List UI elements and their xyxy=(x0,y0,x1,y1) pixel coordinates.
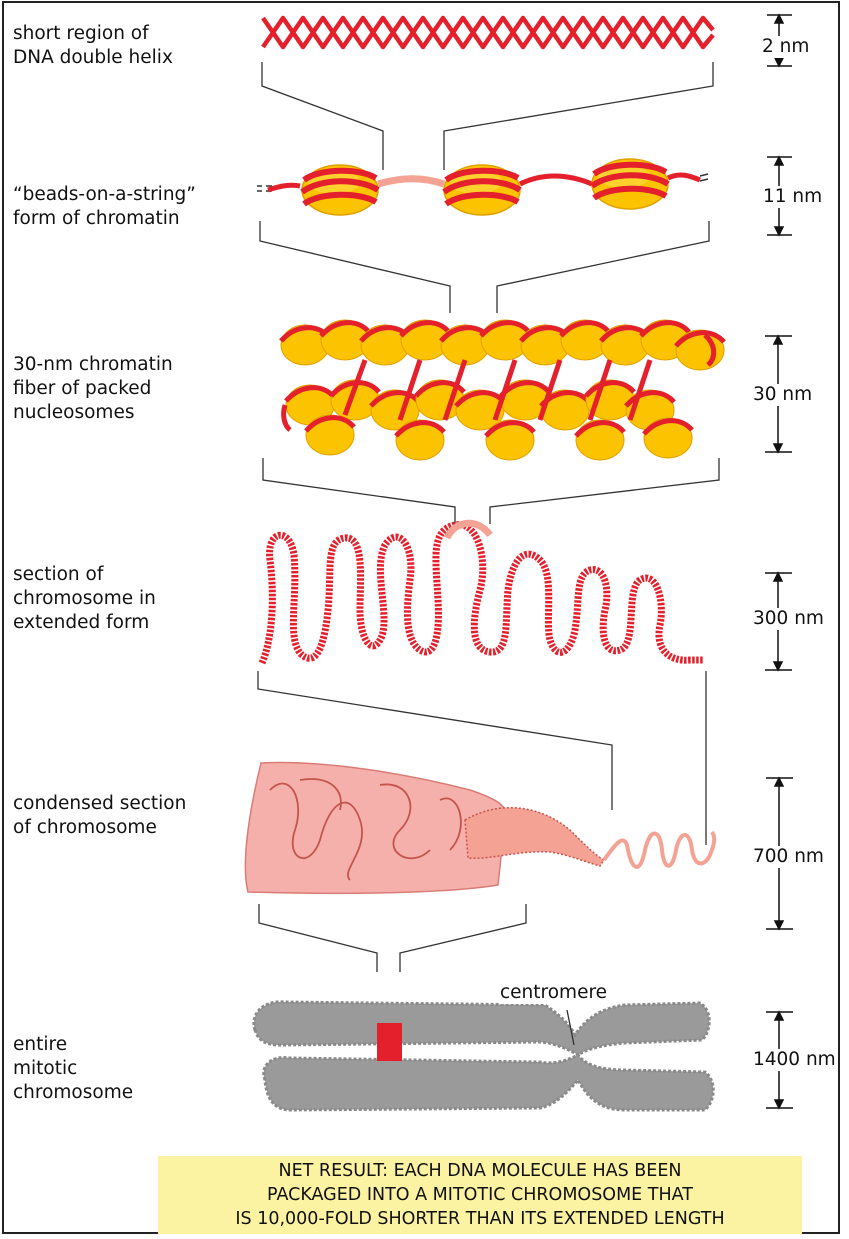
highlighted-section xyxy=(377,1023,402,1061)
connector-lines-1 xyxy=(262,62,713,170)
size-11nm: 11 nm xyxy=(762,186,823,208)
net-result-box: NET RESULT: EACH DNA MOLECULE HAS BEEN P… xyxy=(158,1156,802,1234)
size-scale-bars xyxy=(765,15,793,1108)
chromatin-30nm-fiber xyxy=(281,320,724,460)
condensed-chromosome-section xyxy=(245,763,714,894)
label-condensed-section: condensed section of chromosome xyxy=(13,792,186,840)
connector-lines-3 xyxy=(263,458,719,524)
label-dna-helix: short region of DNA double helix xyxy=(13,22,173,70)
label-extended-chromosome: section of chromosome in extended form xyxy=(13,563,156,635)
dna-double-helix xyxy=(263,18,713,47)
label-beads-on-string: “beads-on-a-string” form of chromatin xyxy=(13,183,196,231)
size-1400nm: 1400 nm xyxy=(752,1049,837,1071)
net-result-line-1: NET RESULT: EACH DNA MOLECULE HAS BEEN xyxy=(158,1159,802,1183)
connector-lines-5 xyxy=(259,904,526,972)
size-300nm: 300 nm xyxy=(752,608,825,630)
mitotic-chromosome xyxy=(254,1002,713,1110)
size-30nm: 30 nm xyxy=(752,384,813,406)
centromere-label: centromere xyxy=(500,982,607,1004)
label-mitotic-chromosome: entire mitotic chromosome xyxy=(13,1033,133,1105)
net-result-line-3: IS 10,000-FOLD SHORTER THAN ITS EXTENDED… xyxy=(158,1207,802,1231)
beads-on-a-string xyxy=(257,159,708,215)
extended-chromosome-loops xyxy=(262,523,703,663)
net-result-line-2: PACKAGED INTO A MITOTIC CHROMOSOME THAT xyxy=(158,1183,802,1207)
size-700nm: 700 nm xyxy=(752,846,825,868)
size-2nm: 2 nm xyxy=(761,36,810,58)
label-30nm-fiber: 30-nm chromatin fiber of packed nucleoso… xyxy=(13,353,173,425)
connector-lines-2 xyxy=(260,221,709,313)
